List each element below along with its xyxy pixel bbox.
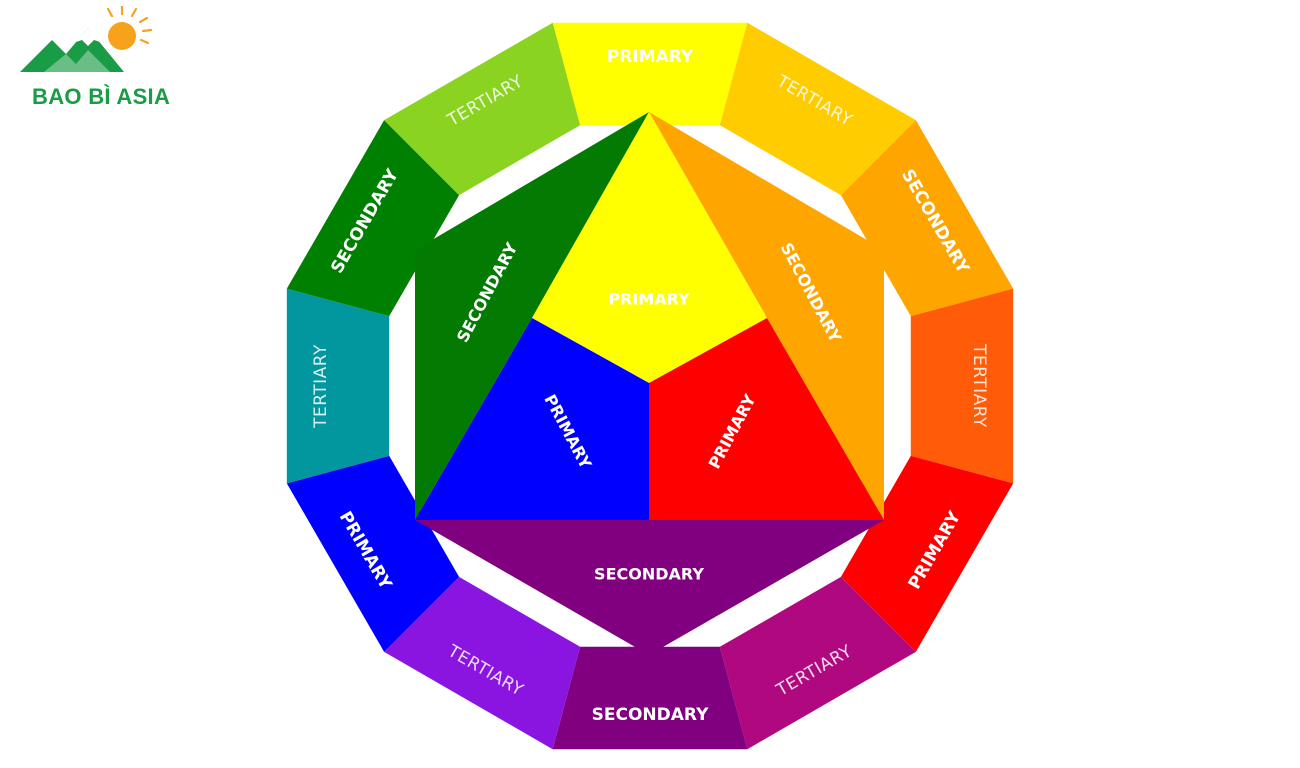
ring-segment-tertiary <box>286 288 390 484</box>
ring-label-tertiary: TERTIARY <box>969 343 989 428</box>
center-hexagon: PRIMARY PRIMARY PRIMARY SECONDARY SECOND… <box>415 112 884 655</box>
ring-segment-secondary <box>552 646 748 750</box>
center-primary-right <box>649 318 884 520</box>
ring-label-secondary: SECONDARY <box>592 705 709 725</box>
center-secondary-right <box>649 112 884 520</box>
ring-segment-tertiary <box>384 22 581 196</box>
ring-segment-tertiary <box>384 576 581 750</box>
brand-name: BAO BÌ ASIA <box>32 84 171 109</box>
brand-logo: BAO BÌ ASIA <box>14 4 184 109</box>
ring-segment-tertiary <box>719 22 916 196</box>
ring-label-tertiary: TERTIARY <box>311 344 331 429</box>
ring-segment-tertiary <box>719 576 916 750</box>
center-primary-top <box>532 112 767 383</box>
center-secondary-bottom-label: SECONDARY <box>594 565 704 584</box>
center-primary-left <box>415 318 649 520</box>
mountain-sun-icon <box>20 4 153 72</box>
center-secondary-left <box>415 112 649 520</box>
center-secondary-bottom <box>415 520 884 655</box>
ring-segment-primary <box>552 22 748 126</box>
ring-label-primary: PRIMARY <box>607 47 694 67</box>
center-primary-top-label: PRIMARY <box>608 290 690 309</box>
ring-segment-tertiary <box>910 288 1014 484</box>
